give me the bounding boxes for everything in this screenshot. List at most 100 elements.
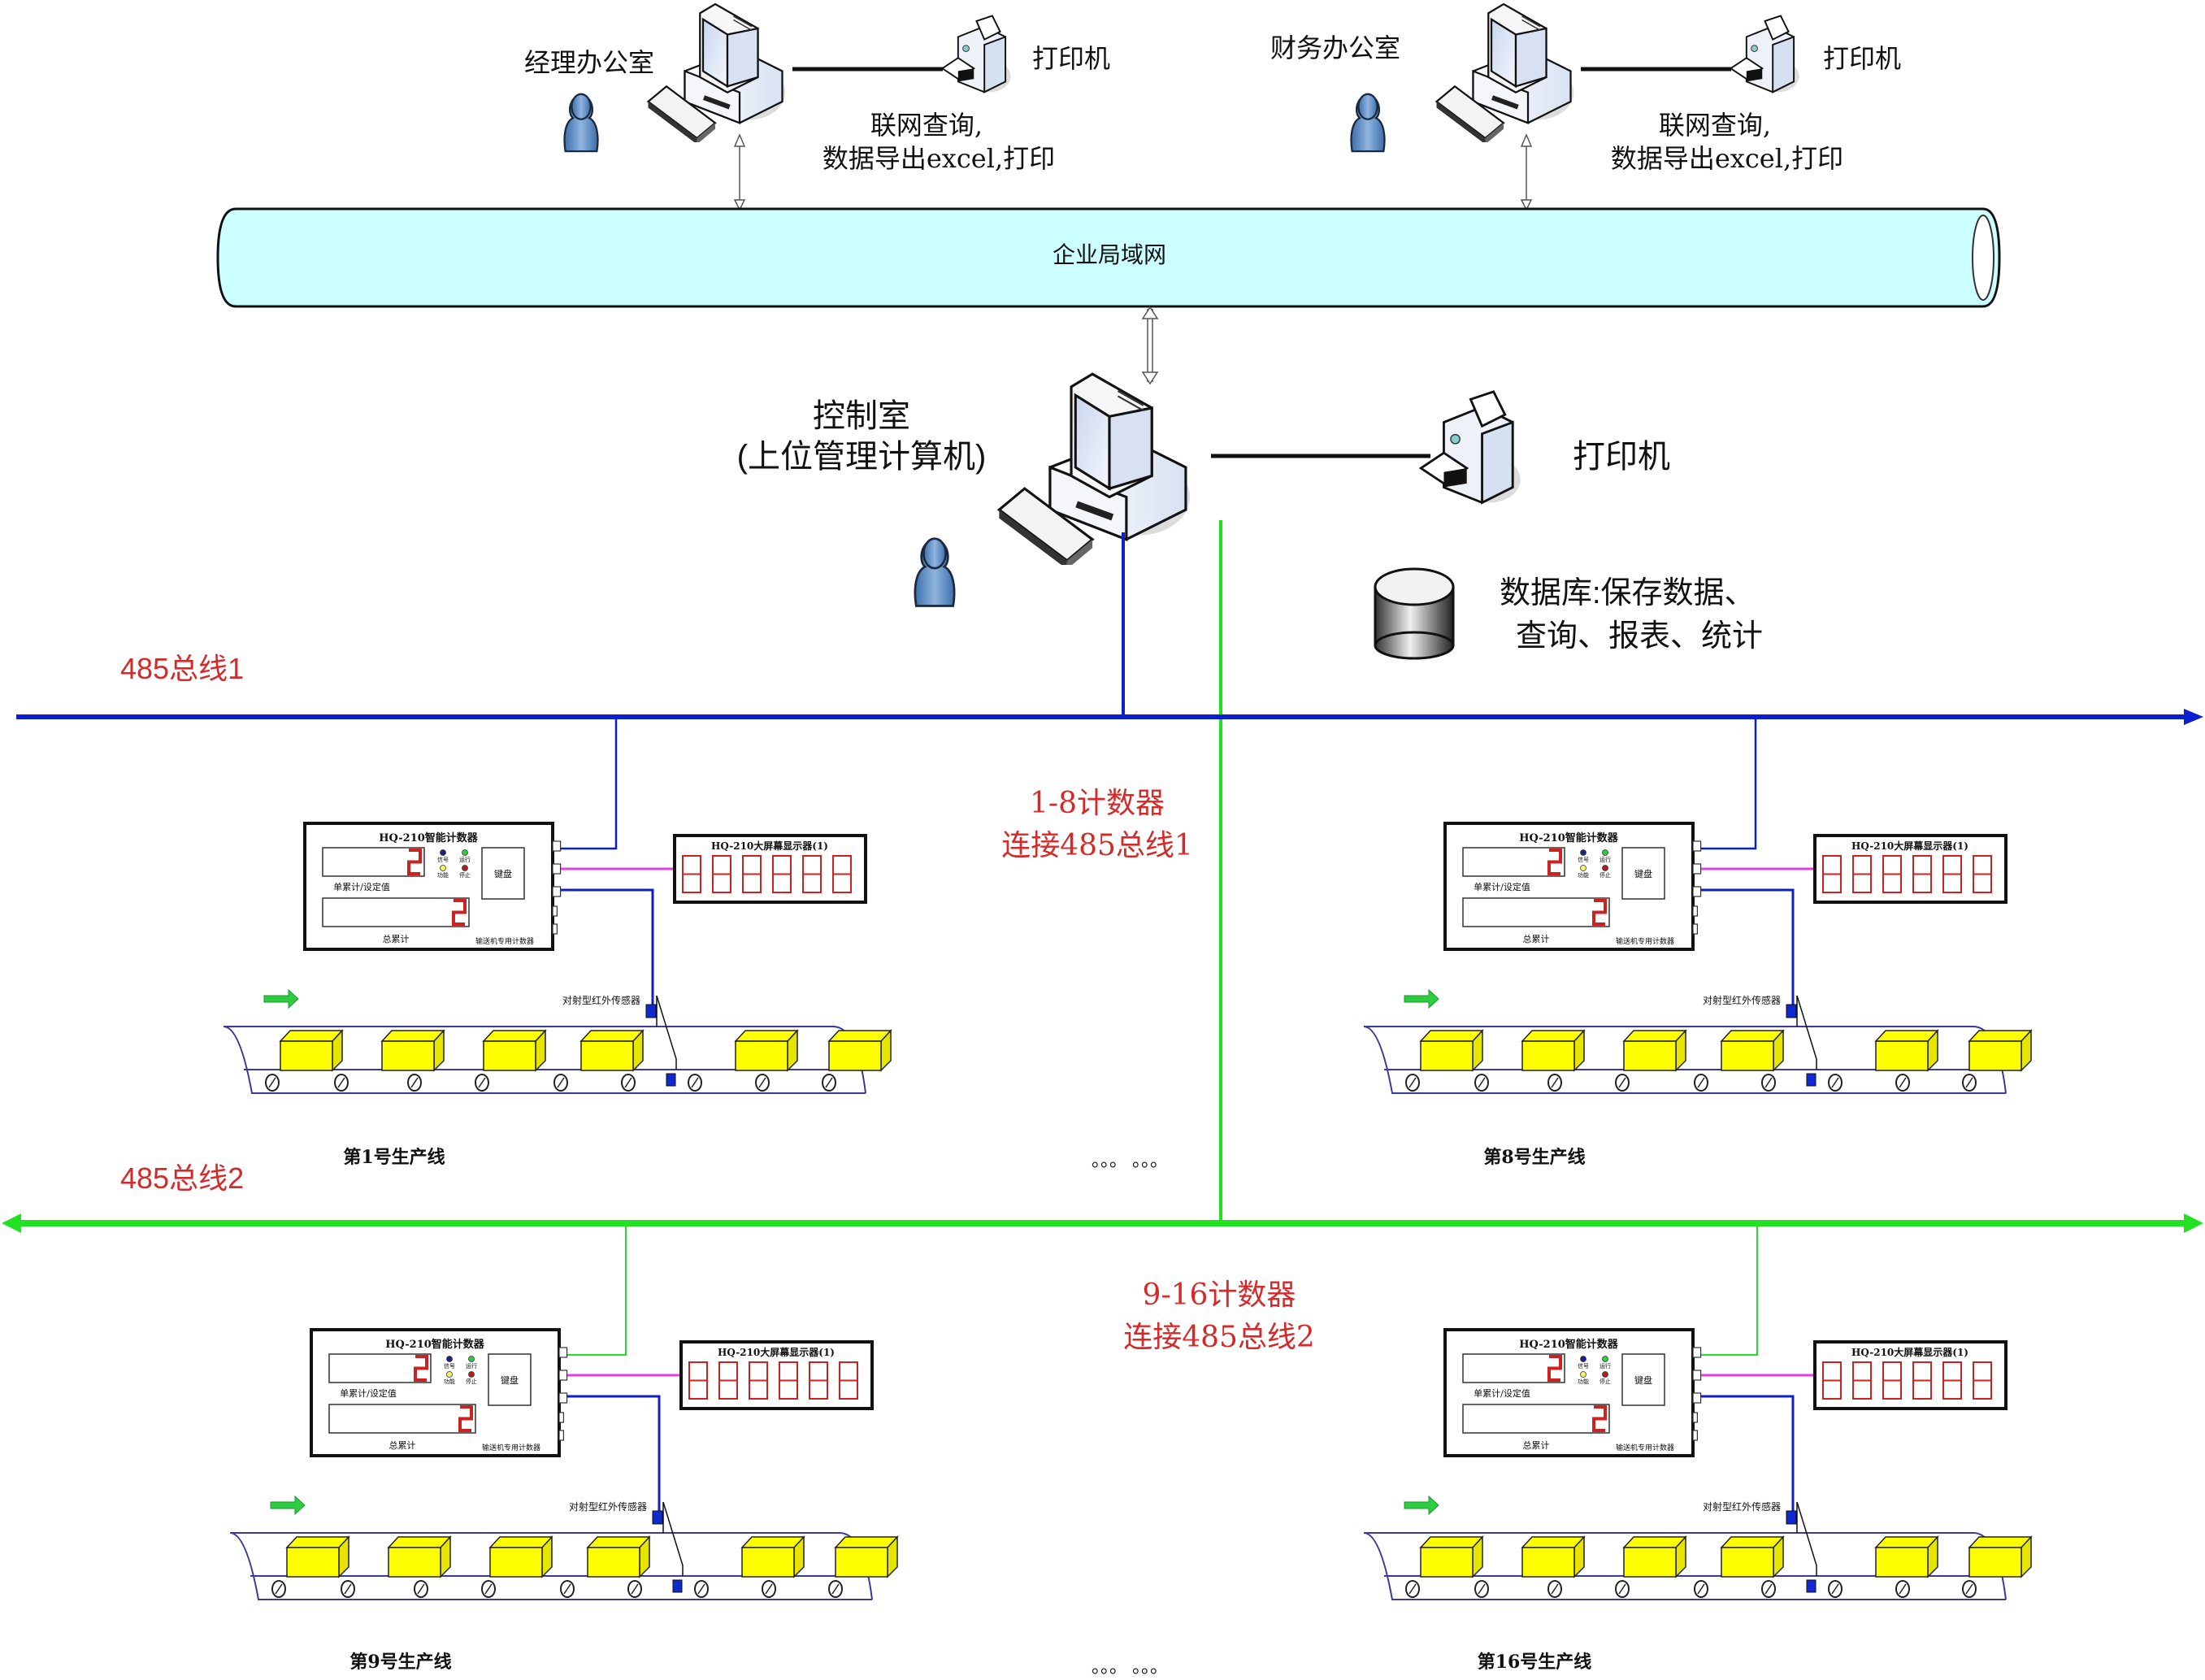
single-count-digit	[1547, 1355, 1562, 1382]
finance-office: 财务办公室 打印机 联网查询, 数据导出excel,打印	[1270, 2, 1901, 211]
counter-port	[1692, 1370, 1702, 1381]
counter-port	[558, 1370, 568, 1381]
control-printer-label: 打印机	[1573, 439, 1670, 475]
roller	[553, 1074, 568, 1092]
printer-icon[interactable]	[941, 15, 1012, 93]
computer-icon[interactable]	[1435, 2, 1575, 145]
status-led	[1602, 1356, 1608, 1362]
status-led-label: 功能	[1578, 1378, 1589, 1385]
product-box	[1419, 1535, 1484, 1578]
single-count-label: 单累计/设定值	[1474, 881, 1530, 892]
control-computer-icon[interactable]	[997, 372, 1191, 569]
total-count-display	[1462, 897, 1610, 927]
counter-title: HQ-210智能计数器	[1519, 1338, 1619, 1351]
counter-port	[1692, 905, 1699, 917]
product-box	[380, 1029, 445, 1072]
bus2-arrow-right	[2184, 1213, 2203, 1233]
keyboard-panel[interactable]	[1621, 847, 1665, 900]
hq210-counter[interactable]: HQ-210智能计数器单累计/设定值总累计信号运行功能停止键盘输送机专用计数器	[310, 1328, 568, 1457]
conveyor-bottom	[1363, 1532, 2006, 1600]
counter-group-1-line1: 1-8计数器	[1030, 787, 1165, 820]
counter-port	[552, 923, 558, 935]
roller	[1761, 1074, 1776, 1092]
lan-pipe-end	[1972, 215, 1994, 301]
keyboard-panel[interactable]	[481, 847, 525, 900]
status-led-label: 运行	[1599, 856, 1611, 863]
lan-label: 企业局域网	[1053, 242, 1166, 267]
roller	[1962, 1580, 1977, 1598]
product-box	[1622, 1029, 1687, 1072]
status-led-label: 停止	[466, 1378, 477, 1385]
display-title: HQ-210大屏幕显示器(1)	[711, 840, 828, 852]
hq210-counter[interactable]: HQ-210智能计数器单累计/设定值总累计信号运行功能停止键盘输送机专用计数器	[1443, 1328, 1702, 1457]
total-count-digit	[458, 1405, 473, 1432]
ir-sensor	[1786, 1501, 1817, 1593]
hq210-counter[interactable]: HQ-210智能计数器单累计/设定值总累计信号运行功能停止键盘输送机专用计数器	[1443, 822, 1702, 951]
hq210-large-display[interactable]: HQ-210大屏幕显示器(1)	[1813, 1340, 2008, 1410]
product-box	[1968, 1535, 2033, 1578]
keyboard-panel[interactable]	[1621, 1353, 1665, 1406]
lan-link-arrow	[1520, 133, 1533, 211]
office-description-line2: 数据导出excel,打印	[823, 143, 1055, 174]
conveyor-belt: 对射型红外传感器	[1363, 1495, 2033, 1600]
total-count-digit	[1592, 899, 1607, 926]
hq210-large-display[interactable]: HQ-210大屏幕显示器(1)	[1813, 834, 2008, 904]
office-name: 经理办公室	[524, 48, 654, 77]
counter-group-2-line1: 9-16计数器	[1143, 1278, 1296, 1312]
control-printer-icon[interactable]	[1419, 390, 1522, 504]
roller	[822, 1074, 836, 1092]
product-box	[1874, 1029, 1939, 1072]
production-line-block: HQ-210智能计数器单累计/设定值总累计信号运行功能停止键盘输送机专用计数器H…	[229, 1223, 899, 1673]
bus-485-1: 485总线1	[16, 652, 2203, 725]
printer-icon[interactable]	[1730, 15, 1800, 93]
hq210-counter[interactable]: HQ-210智能计数器单累计/设定值总累计信号运行功能停止键盘输送机专用计数器	[303, 822, 562, 951]
counter-port	[552, 840, 562, 852]
status-led-label: 停止	[459, 871, 471, 879]
roller	[1962, 1074, 1977, 1092]
counter-group-1-label: 1-8计数器 连接485总线1	[1001, 787, 1193, 862]
roller	[1405, 1074, 1420, 1092]
roller	[621, 1074, 636, 1092]
status-led-label: 功能	[437, 871, 449, 879]
bus-485-2: 485总线2	[2, 1161, 2203, 1233]
status-led	[1580, 865, 1586, 871]
control-room: 控制室 (上位管理计算机) 打印机 数据库:保存数据、 查询、报表、统计	[737, 372, 1763, 660]
hq210-large-display[interactable]: HQ-210大屏幕显示器(1)	[679, 1340, 874, 1410]
status-led-label: 功能	[444, 1378, 455, 1385]
roller	[407, 1074, 422, 1092]
keyboard-panel[interactable]	[488, 1353, 532, 1406]
ir-sensor	[652, 1501, 684, 1593]
counter-footer-label: 输送机专用计数器	[482, 1443, 540, 1452]
counter-port	[1692, 886, 1702, 897]
user-icon	[1350, 93, 1386, 153]
hq210-large-display[interactable]: HQ-210大屏幕显示器(1)	[673, 834, 867, 904]
printer-label: 打印机	[1032, 44, 1110, 73]
conveyor-belt: 对射型红外传感器	[223, 988, 892, 1094]
roller	[481, 1580, 496, 1598]
status-led	[1580, 1371, 1586, 1378]
conveyor-bottom	[1363, 1026, 2006, 1094]
computer-icon[interactable]	[647, 2, 787, 145]
roller	[1694, 1580, 1708, 1598]
counter-title: HQ-210智能计数器	[379, 831, 479, 844]
status-led	[440, 849, 446, 856]
roller	[1405, 1580, 1420, 1598]
production-line-label: 第1号生产线	[343, 1147, 445, 1168]
product-box	[1968, 1029, 2033, 1072]
sensor-link	[1701, 888, 1795, 1006]
product-box	[1622, 1535, 1687, 1578]
total-count-digit	[1592, 1405, 1607, 1432]
product-box	[387, 1535, 452, 1578]
counter-group-2-label: 9-16计数器 连接485总线2	[1123, 1278, 1315, 1354]
bus2-arrow-left	[2, 1213, 21, 1233]
roller	[688, 1074, 702, 1092]
product-box	[586, 1535, 651, 1578]
bus-drop-line	[558, 717, 618, 850]
status-led-label: 运行	[459, 856, 471, 863]
product-box	[1419, 1029, 1484, 1072]
display-title: HQ-210大屏幕显示器(1)	[1851, 840, 1968, 852]
counter-footer-label: 输送机专用计数器	[475, 936, 534, 946]
direction-arrow-icon	[1404, 1495, 1439, 1516]
product-box	[1521, 1029, 1586, 1072]
sensor-label: 对射型红外传感器	[562, 994, 640, 1006]
